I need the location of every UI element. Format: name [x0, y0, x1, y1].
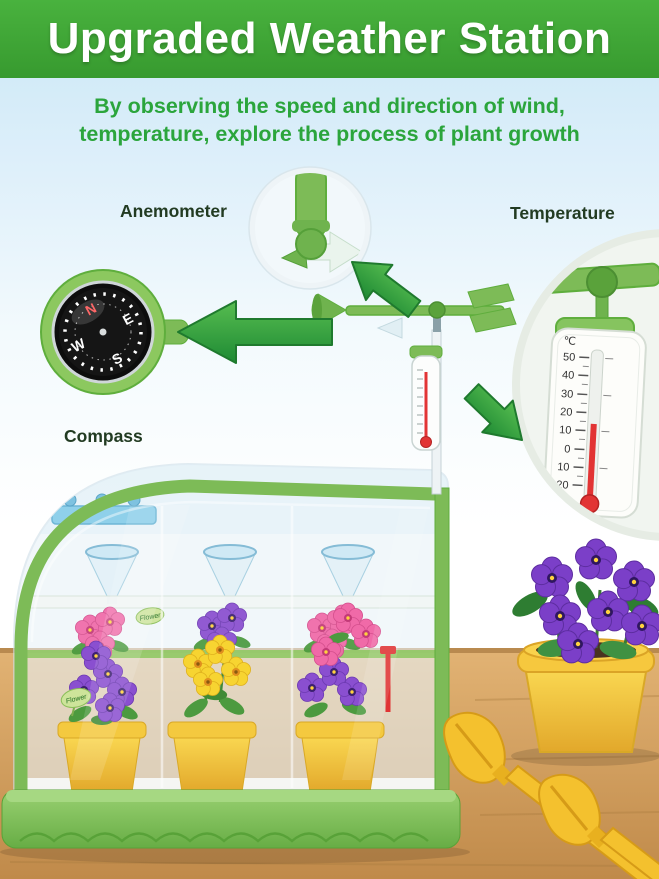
- thermometer-scale-value: 20: [560, 406, 573, 419]
- thermometer-scale-value: 10: [559, 424, 572, 437]
- back-row-flowers: Flower: [69, 602, 363, 660]
- pole-thermometer: [409, 345, 443, 451]
- compass-callout: N E S W: [40, 269, 189, 395]
- anemometer-label: Anemometer: [120, 201, 227, 221]
- greenhouse-base: [1, 789, 461, 849]
- thermometer-scale-value: 0: [564, 443, 571, 455]
- arrow-to-compass: [177, 300, 333, 364]
- arrow-to-temperature: [463, 383, 523, 441]
- subtitle-line-1: By observing the speed and direction of …: [94, 94, 565, 118]
- flower-pot-center: [167, 634, 257, 793]
- anemometer-callout: [248, 166, 372, 290]
- thermometer-scale-value: 40: [562, 369, 575, 382]
- greenhouse-frame: [14, 479, 441, 802]
- flower-pot-left: Flower: [57, 640, 147, 793]
- flower-pot-right: [295, 602, 396, 793]
- page-title: Upgraded Weather Station: [47, 14, 612, 63]
- temperature-callout: ℃ 50 40 30 20 10 0 10 20: [512, 229, 659, 541]
- callout-arrows: [177, 261, 523, 441]
- compass-label: Compass: [64, 426, 143, 446]
- thermometer-scale-value: 50: [563, 351, 576, 364]
- thermometer-scale-value: 10: [557, 461, 570, 474]
- title-banner: Upgraded Weather Station: [0, 0, 659, 78]
- greenhouse: Flower Flower: [0, 462, 470, 864]
- subtitle-line-2: temperature, explore the process of plan…: [79, 122, 580, 147]
- arrow-to-anemometer: [351, 261, 422, 318]
- purple-flower-pot: [508, 538, 659, 766]
- purple-flowers: [508, 538, 659, 664]
- thermometer-unit: ℃: [563, 335, 576, 348]
- thermometer-scale-value: 30: [561, 388, 574, 401]
- temperature-label: Temperature: [510, 203, 615, 223]
- subtitle: By observing the speed and direction of …: [0, 92, 659, 149]
- plant-tag-back: Flower: [139, 612, 162, 623]
